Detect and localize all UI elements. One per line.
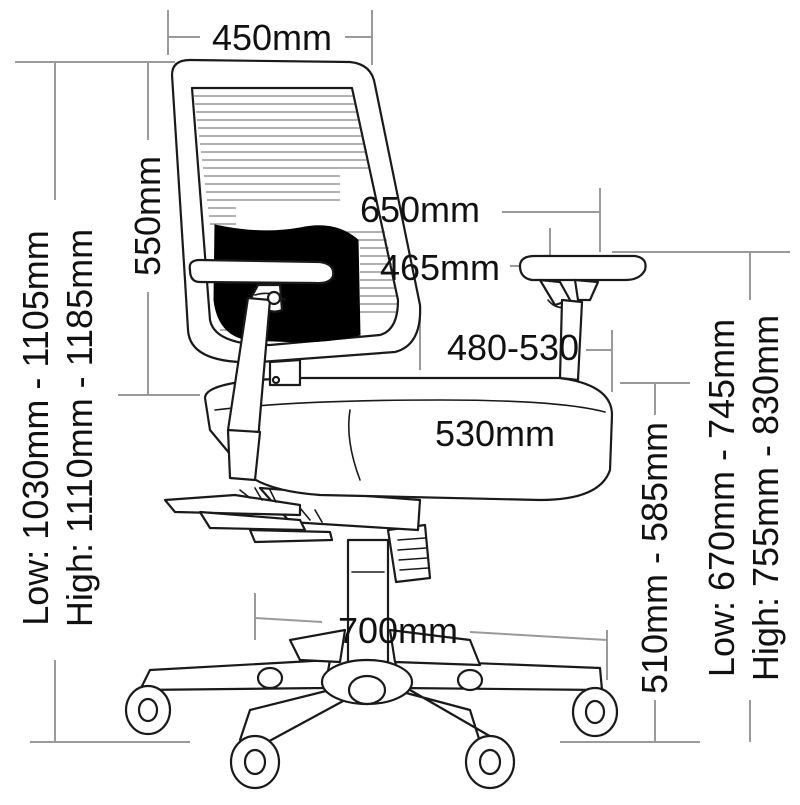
label-inner-width: 465mm bbox=[380, 247, 500, 288]
label-base-diameter: 700mm bbox=[338, 610, 458, 651]
label-top-width: 450mm bbox=[212, 17, 332, 58]
label-overall-height-high: High: 1110mm - 1185mm bbox=[59, 229, 100, 627]
chair-illustration bbox=[124, 58, 647, 790]
label-back-height: 550mm bbox=[127, 156, 168, 276]
label-arm-height-low: Low: 670mm - 745mm bbox=[701, 319, 742, 677]
gas-lift bbox=[346, 523, 432, 672]
label-seat-width: 480-530 bbox=[447, 327, 579, 368]
label-seat-height: 510mm - 585mm bbox=[634, 422, 675, 694]
label-overall-height-low: Low: 1030mm - 1105mm bbox=[15, 230, 56, 626]
label-overall-width: 650mm bbox=[360, 189, 480, 230]
label-seat-depth: 530mm bbox=[435, 413, 555, 454]
left-armrest bbox=[188, 258, 335, 482]
tilt-mechanism bbox=[163, 486, 422, 544]
dimension-labels: 450mm 550mm 650mm 465mm 480-530 530mm 70… bbox=[15, 17, 786, 694]
label-arm-height-high: High: 755mm - 830mm bbox=[745, 315, 786, 681]
casters bbox=[124, 666, 619, 790]
right-armrest bbox=[518, 254, 647, 382]
mesh-lines bbox=[194, 95, 397, 331]
